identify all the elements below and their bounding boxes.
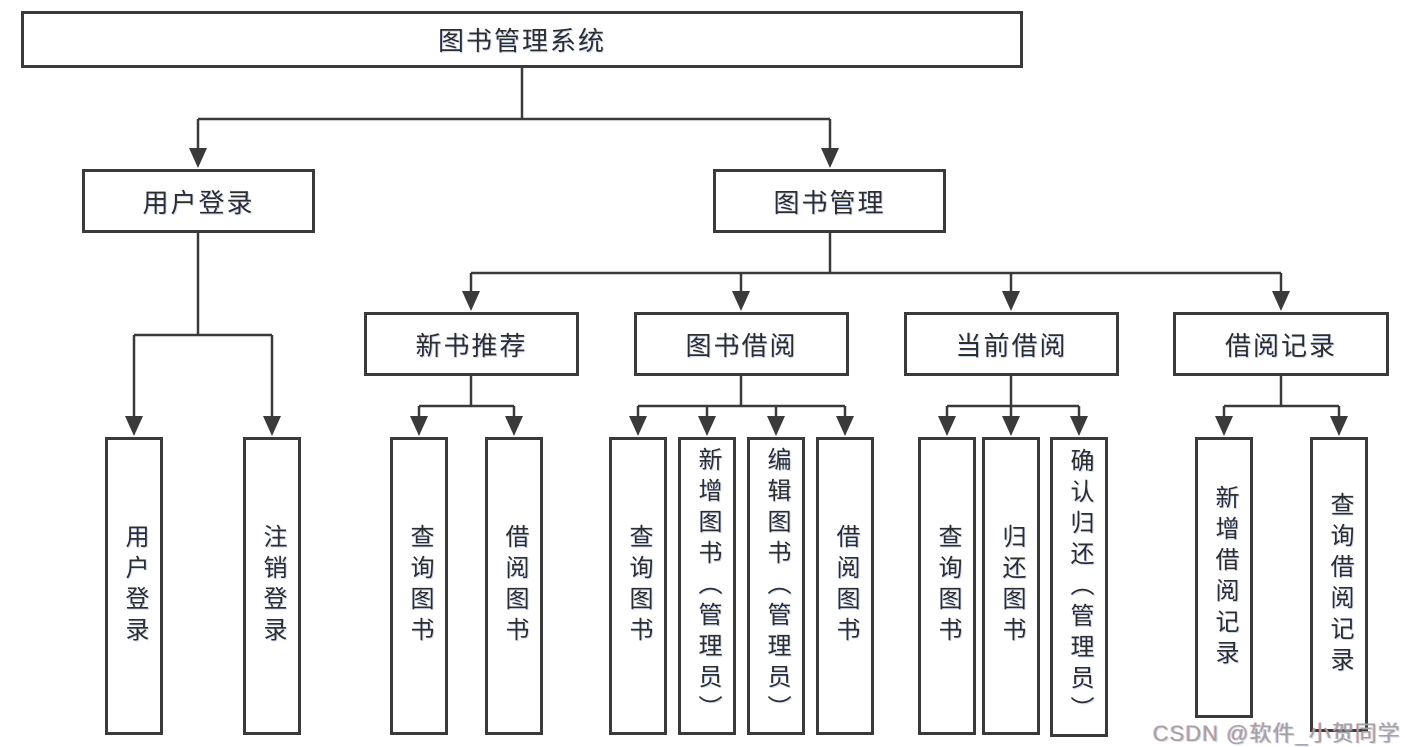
leaf-user-login: 用户登录 (105, 437, 163, 735)
node-label: 归还图书 (998, 524, 1025, 648)
leaf-return-books: 归还图书 (982, 437, 1040, 735)
node-book-management: 图书管理 (713, 169, 946, 233)
arrowheads (125, 148, 1348, 436)
node-label: 新书推荐 (415, 330, 528, 361)
leaf-borrow-books-1: 借阅图书 (485, 437, 543, 735)
node-label: 用户登录 (121, 524, 148, 648)
node-label: 查询借阅记录 (1326, 491, 1353, 678)
node-label: 借阅图书 (832, 524, 859, 648)
leaf-query-books-1: 查询图书 (390, 437, 448, 735)
node-new-book-recommend: 新书推荐 (364, 312, 579, 376)
leaf-add-borrow-record: 新增借阅记录 (1195, 437, 1253, 718)
node-label: 图书管理系统 (437, 26, 606, 56)
node-label: 查询图书 (625, 524, 652, 648)
node-label: 新增借阅记录 (1211, 484, 1238, 671)
node-current-borrowing: 当前借阅 (904, 312, 1119, 376)
node-label: 编辑图书（管理员） (763, 446, 790, 726)
node-label: 当前借阅 (955, 330, 1068, 361)
node-label: 查询图书 (934, 524, 961, 648)
leaf-edit-books-admin: 编辑图书（管理员） (747, 437, 805, 735)
leaf-query-books-3: 查询图书 (918, 437, 976, 735)
leaf-logout: 注销登录 (243, 437, 301, 735)
leaf-confirm-return-admin: 确认归还（管理员） (1050, 437, 1108, 737)
watermark: CSDN @软件_小贺同学 (1152, 721, 1401, 746)
leaf-borrow-books-2: 借阅图书 (816, 437, 874, 735)
node-label: 图书借阅 (685, 330, 798, 361)
node-label: 图书管理 (773, 187, 886, 218)
leaf-add-books-admin: 新增图书（管理员） (678, 437, 736, 735)
node-label: 借阅图书 (501, 524, 528, 648)
leaf-query-borrow-record: 查询借阅记录 (1310, 437, 1368, 732)
node-root: 图书管理系统 (21, 11, 1023, 68)
node-label: 确认归还（管理员） (1066, 447, 1093, 727)
node-label: 注销登录 (259, 524, 286, 648)
leaf-query-books-2: 查询图书 (609, 437, 667, 735)
node-borrowing-records: 借阅记录 (1173, 312, 1389, 376)
node-book-borrowing: 图书借阅 (634, 312, 849, 376)
node-user-login: 用户登录 (82, 169, 315, 233)
node-label: 用户登录 (142, 187, 255, 218)
node-label: 新增图书（管理员） (694, 446, 721, 726)
node-label: 查询图书 (406, 524, 433, 648)
node-label: 借阅记录 (1224, 330, 1337, 361)
